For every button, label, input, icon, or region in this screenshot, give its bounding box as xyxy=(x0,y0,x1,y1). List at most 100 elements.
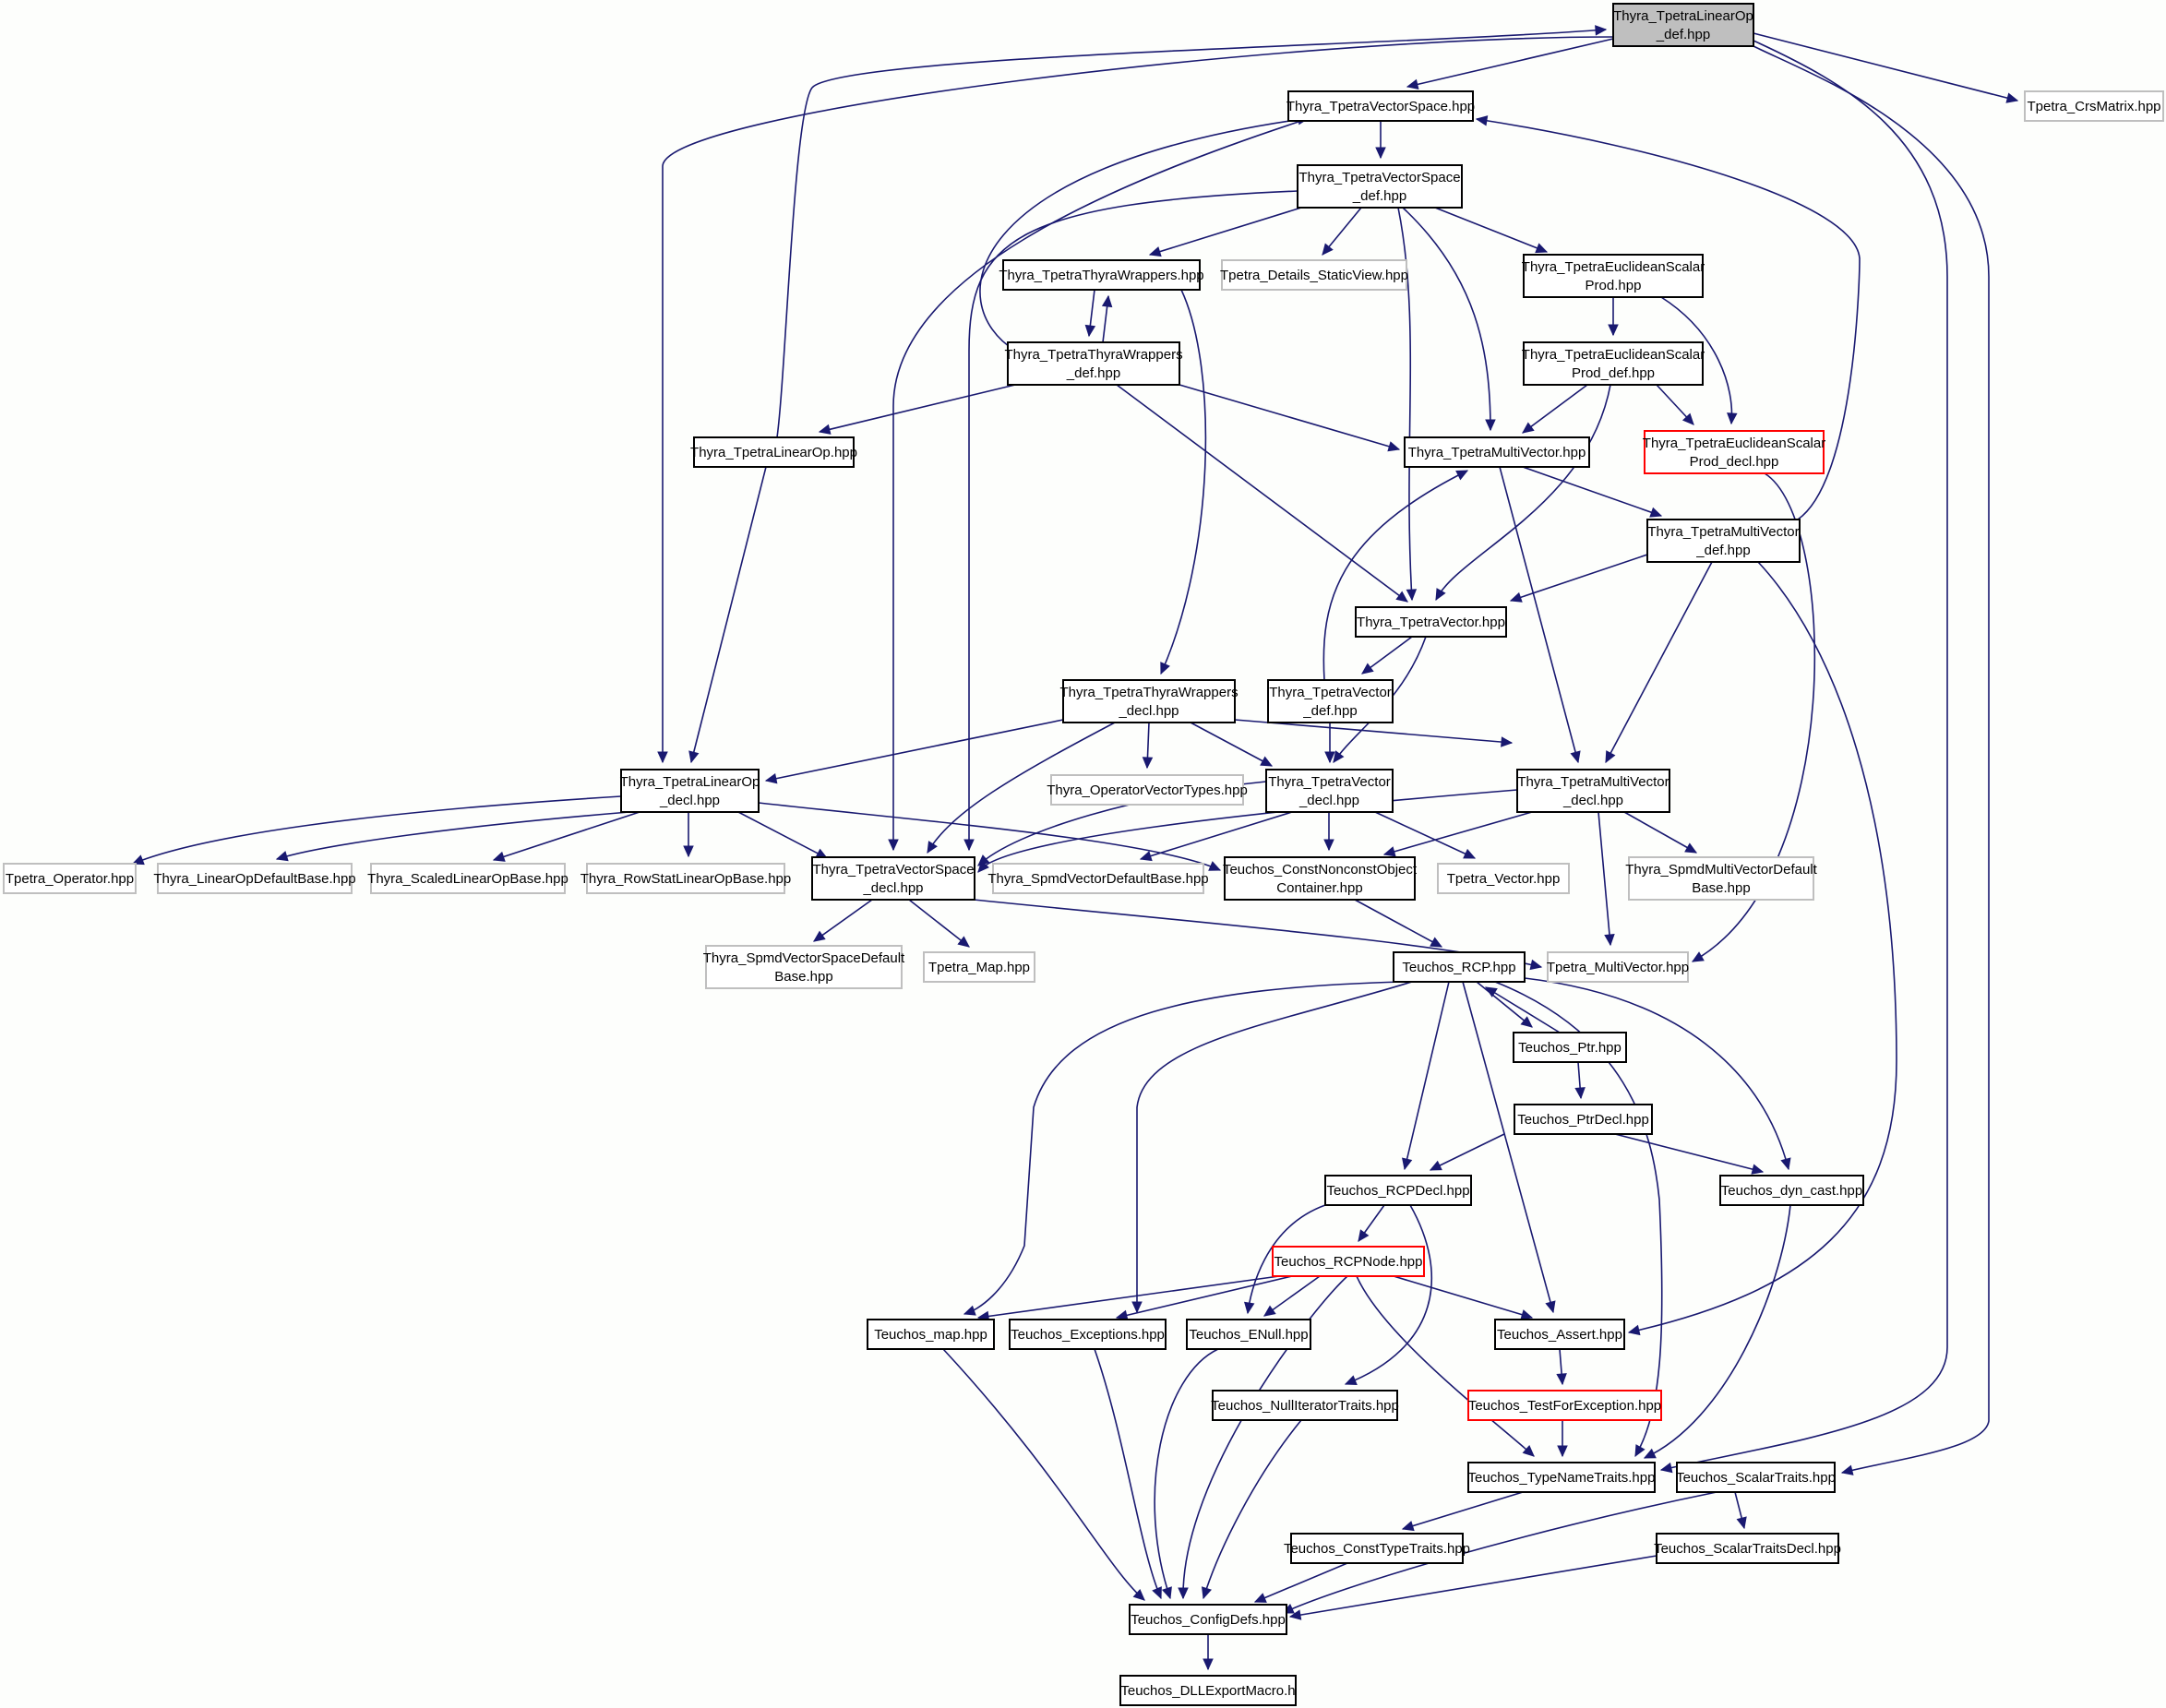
node-tpvec[interactable]: Tpetra_Vector.hpp xyxy=(1437,863,1570,894)
edge-tv_decl-to-tpvec xyxy=(1374,811,1477,859)
edge-tesp-to-tesp_def xyxy=(1608,297,1619,337)
edge-exceptions-to-configdefs xyxy=(1094,1348,1162,1600)
node-tvs-def[interactable]: Thyra_TpetraVectorSpace_def.hpp xyxy=(1297,164,1463,209)
arrowhead-icon xyxy=(1203,1658,1214,1671)
arrowhead-icon xyxy=(1485,419,1496,432)
node-exceptions[interactable]: Teuchos_Exceptions.hpp xyxy=(1009,1319,1167,1350)
node-label: Thyra_TpetraEuclideanScalar xyxy=(1522,347,1705,363)
node-svdb[interactable]: Thyra_SpmdVectorDefaultBase.hpp xyxy=(987,863,1209,894)
node-label: Thyra_TpetraLinearOp.hpp xyxy=(690,445,857,460)
edge-tlo_decl-to-tpop xyxy=(131,795,622,866)
node-label: Teuchos_Ptr.hpp xyxy=(1518,1040,1622,1056)
arrowhead-icon xyxy=(688,750,700,764)
node-label: Prod_def.hpp xyxy=(1572,365,1655,381)
node-typename[interactable]: Teuchos_TypeNameTraits.hpp xyxy=(1467,1462,1656,1493)
node-enull[interactable]: Teuchos_ENull.hpp xyxy=(1186,1319,1311,1350)
arrowhead-icon xyxy=(1152,1586,1162,1600)
node-rcp[interactable]: Teuchos_RCP.hpp xyxy=(1393,951,1526,983)
node-rcpdecl[interactable]: Teuchos_RCPDecl.hpp xyxy=(1324,1175,1472,1206)
edge-rcp-to-exceptions xyxy=(1131,981,1413,1314)
edge-ptrdecl-to-rcpdecl xyxy=(1429,1133,1505,1171)
node-tlo[interactable]: Thyra_TpetraLinearOp.hpp xyxy=(690,436,857,468)
arrowhead-icon xyxy=(1429,1160,1442,1171)
node-rcpnode[interactable]: Teuchos_RCPNode.hpp xyxy=(1272,1246,1425,1277)
edge-tmv-to-tmv_decl xyxy=(1499,466,1581,764)
arrowhead-icon xyxy=(492,851,506,862)
arrowhead-icon xyxy=(1263,1305,1276,1317)
node-tv-def[interactable]: Thyra_TpetraVector_def.hpp xyxy=(1267,679,1394,723)
node-dllexport[interactable]: Teuchos_DLLExportMacro.h xyxy=(1119,1675,1297,1706)
edge-ttw-to-ttw_def xyxy=(1084,289,1096,338)
node-ttw-decl[interactable]: Thyra_TpetraThyraWrappers_decl.hpp xyxy=(1059,679,1239,723)
node-crs[interactable]: Tpetra_CrsMatrix.hpp xyxy=(2024,90,2164,122)
node-configdefs[interactable]: Teuchos_ConfigDefs.hpp xyxy=(1129,1604,1287,1635)
arrowhead-icon xyxy=(957,936,970,948)
node-label: _decl.hpp xyxy=(659,793,720,808)
edge-tesp_def-to-tesp_decl xyxy=(1656,384,1694,425)
node-tpop[interactable]: Tpetra_Operator.hpp xyxy=(3,863,137,894)
edge-tvs_def-to-tvs_decl xyxy=(963,190,1298,852)
node-nullit[interactable]: Teuchos_NullIteratorTraits.hpp xyxy=(1211,1390,1399,1421)
node-tmv[interactable]: Thyra_TpetraMultiVector.hpp xyxy=(1404,436,1590,468)
arrowhead-icon xyxy=(1535,243,1549,254)
node-ptr[interactable]: Teuchos_Ptr.hpp xyxy=(1513,1032,1627,1063)
arrowhead-icon xyxy=(1751,1164,1765,1175)
edge-rcp-to-dyncast xyxy=(1524,977,1791,1171)
node-dyncast[interactable]: Teuchos_dyn_cast.hpp xyxy=(1719,1175,1864,1206)
arrowhead-icon xyxy=(1201,1586,1212,1600)
node-label: Prod.hpp xyxy=(1586,278,1642,293)
node-ptrdecl[interactable]: Teuchos_PtrDecl.hpp xyxy=(1514,1104,1653,1135)
edge-scalartraits-to-stdecl xyxy=(1734,1491,1747,1530)
edge-tlo-to-root xyxy=(776,25,1608,438)
node-label: Thyra_SpmdVectorSpaceDefault xyxy=(703,950,905,966)
node-label: Thyra_TpetraMultiVector xyxy=(1647,524,1799,540)
node-label: Thyra_TpetraMultiVector.hpp xyxy=(1408,445,1586,460)
node-assert[interactable]: Teuchos_Assert.hpp xyxy=(1494,1319,1625,1350)
node-stdecl[interactable]: Teuchos_ScalarTraitsDecl.hpp xyxy=(1654,1533,1841,1564)
node-label: Teuchos_PtrDecl.hpp xyxy=(1517,1112,1649,1128)
node-label: Thyra_TpetraLinearOp xyxy=(620,774,760,790)
node-tmv-def[interactable]: Thyra_TpetraMultiVector _def.hpp xyxy=(1646,519,1801,563)
node-tpmap[interactable]: Tpetra_Map.hpp xyxy=(923,951,1035,983)
node-ttw[interactable]: Thyra_TpetraThyraWrappers.hpp xyxy=(999,259,1204,291)
arrowhead-icon xyxy=(1406,589,1418,602)
arrowhead-icon xyxy=(1484,986,1498,997)
node-tmv-decl[interactable]: Thyra_TpetraMultiVector_decl.hpp xyxy=(1516,769,1670,813)
node-slob[interactable]: Thyra_ScaledLinearOpBase.hpp xyxy=(367,863,568,894)
edge-tv-to-tv_def xyxy=(1361,636,1413,675)
node-label: _decl.hpp xyxy=(1118,703,1179,719)
node-rslob[interactable]: Thyra_RowStatLinearOpBase.hpp xyxy=(580,863,791,894)
node-label: Thyra_TpetraLinearOp xyxy=(1613,8,1753,24)
node-tpmv[interactable]: Tpetra_MultiVector.hpp xyxy=(1547,951,1689,983)
node-label: _def.hpp xyxy=(1695,543,1750,558)
edge-tvs_def-to-staticview xyxy=(1322,207,1362,256)
node-map[interactable]: Teuchos_map.hpp xyxy=(867,1319,995,1350)
node-consttype[interactable]: Teuchos_ConstTypeTraits.hpp xyxy=(1284,1533,1470,1564)
arrowhead-icon xyxy=(1475,115,1489,126)
arrowhead-icon xyxy=(1570,750,1581,764)
node-opvt[interactable]: Thyra_OperatorVectorTypes.hpp xyxy=(1047,774,1248,806)
node-tlo-decl[interactable]: Thyra_TpetraLinearOp _decl.hpp xyxy=(620,769,760,813)
edge-root-to-tvs xyxy=(1406,38,1614,90)
edge-tvs_def-to-ttw xyxy=(1148,207,1302,257)
node-tvs-decl[interactable]: Thyra_TpetraVectorSpace_decl.hpp xyxy=(811,856,975,901)
node-scalartraits[interactable]: Teuchos_ScalarTraits.hpp xyxy=(1676,1462,1836,1493)
node-tvs[interactable]: Thyra_TpetraVectorSpace.hpp xyxy=(1286,90,1475,122)
node-lodb[interactable]: Thyra_LinearOpDefaultBase.hpp xyxy=(153,863,356,894)
node-ttw-def[interactable]: Thyra_TpetraThyraWrappers_def.hpp xyxy=(1004,341,1183,386)
node-tv-decl[interactable]: Thyra_TpetraVector_decl.hpp xyxy=(1265,769,1394,813)
arrowhead-icon xyxy=(1545,1300,1556,1314)
node-tv[interactable]: Thyra_TpetraVector.hpp xyxy=(1355,606,1507,638)
edge-tmv_def-to-tmv_decl xyxy=(1605,561,1713,764)
edge-stdecl-to-configdefs xyxy=(1288,1555,1657,1620)
node-tfe[interactable]: Teuchos_TestForException.hpp xyxy=(1467,1390,1662,1421)
node-staticview[interactable]: Tpetra_Details_StaticView.hpp xyxy=(1220,259,1408,291)
edge-rcpnode-to-typename xyxy=(1356,1275,1535,1457)
